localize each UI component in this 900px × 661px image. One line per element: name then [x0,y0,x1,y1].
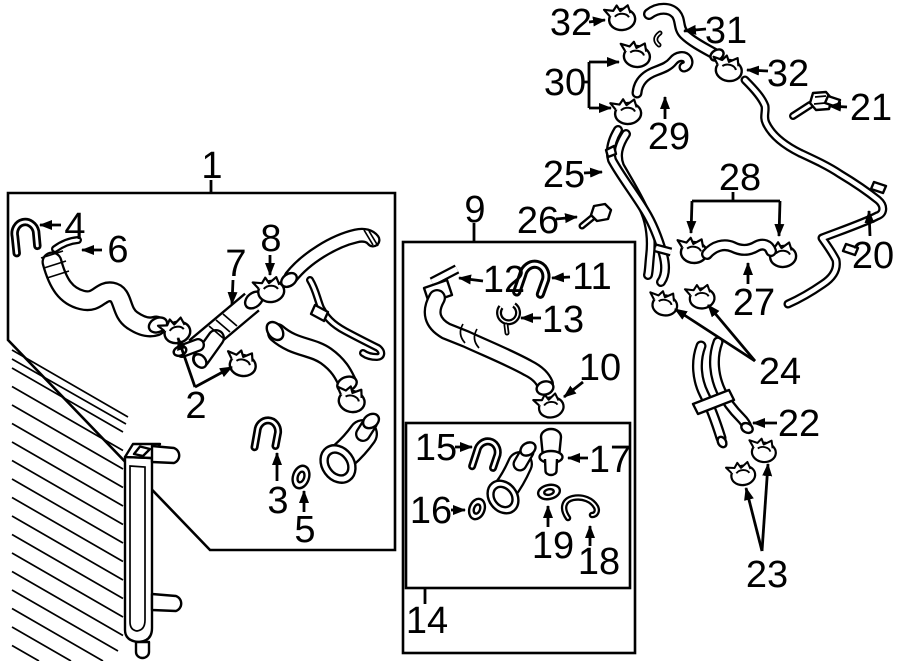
callout-14-label[interactable]: 14 [406,600,448,642]
part-31-hose[interactable] [643,2,726,63]
callout-29-label[interactable]: 29 [648,116,690,158]
part-9-hose[interactable] [422,264,555,396]
part-16-oring[interactable] [466,497,487,522]
callout-1-label[interactable]: 1 [201,145,222,187]
callout-19-label[interactable]: 19 [532,525,574,567]
part-1-elbow[interactable] [313,411,381,490]
callout-21-label[interactable]: 21 [850,87,892,129]
part-5-oring[interactable] [290,464,312,491]
callout-25-label[interactable]: 25 [543,154,585,196]
callout-10-label[interactable]: 10 [579,347,621,389]
callout-15-label[interactable]: 15 [415,427,457,469]
part-7-three-way-connector[interactable] [172,288,266,370]
callout-8-label[interactable]: 8 [260,218,281,260]
callout-12-label[interactable]: 12 [483,259,525,301]
part-17-valve[interactable] [538,427,564,477]
callout-31-label[interactable]: 31 [705,10,747,52]
callout-9-label[interactable]: 9 [464,189,485,231]
callout-22-label[interactable]: 22 [778,403,820,445]
callout-13-label[interactable]: 13 [542,299,584,341]
radiator-tank-inset [129,465,146,632]
callout-3-label[interactable]: 3 [267,480,288,522]
radiator [11,349,183,661]
part-19-washer[interactable] [536,483,562,501]
radiator-fins [11,367,124,661]
callout-20-label[interactable]: 20 [852,235,894,277]
radiator-tank-body [123,455,154,644]
box-14-outline [404,421,632,590]
part-1-pipe-c[interactable] [306,276,386,361]
part-14-elbow-fitting[interactable] [481,440,538,520]
part-26-bolt[interactable] [578,202,613,230]
part-22-hose-pair[interactable] [691,336,754,449]
callout-arrows [39,16,875,552]
radiator-drain-plug [134,640,151,660]
callout-30-label[interactable]: 30 [544,62,586,104]
callout-4-label[interactable]: 4 [64,206,85,248]
callout-17-label[interactable]: 17 [589,439,631,481]
part-25-pipe-assembly[interactable] [604,125,673,287]
callout-5-label[interactable]: 5 [294,509,315,551]
radiator-stub-top [150,444,181,465]
callout-32a-label[interactable]: 32 [550,2,592,44]
radiator-stub-bottom [150,592,183,613]
callout-26-label[interactable]: 26 [517,200,559,242]
callout-16-label[interactable]: 16 [410,490,452,532]
callout-24-label[interactable]: 24 [759,351,801,393]
box-1-outline [6,191,397,552]
radiator-cap-hole [132,445,152,458]
box-9-outline [401,240,637,655]
callout-6-label[interactable]: 6 [107,229,128,271]
part-13-clip[interactable] [496,302,521,336]
part-1-hose-b[interactable] [279,227,381,290]
callout-32b-label[interactable]: 32 [767,53,809,95]
callout-7-label[interactable]: 7 [225,243,246,285]
callout-2-label[interactable]: 2 [185,385,206,427]
callout-27-label[interactable]: 27 [733,282,775,324]
callout-18-label[interactable]: 18 [578,541,620,583]
callout-23-label[interactable]: 23 [746,554,788,596]
callout-11-label[interactable]: 11 [572,256,611,298]
callout-28-label[interactable]: 28 [719,157,761,199]
